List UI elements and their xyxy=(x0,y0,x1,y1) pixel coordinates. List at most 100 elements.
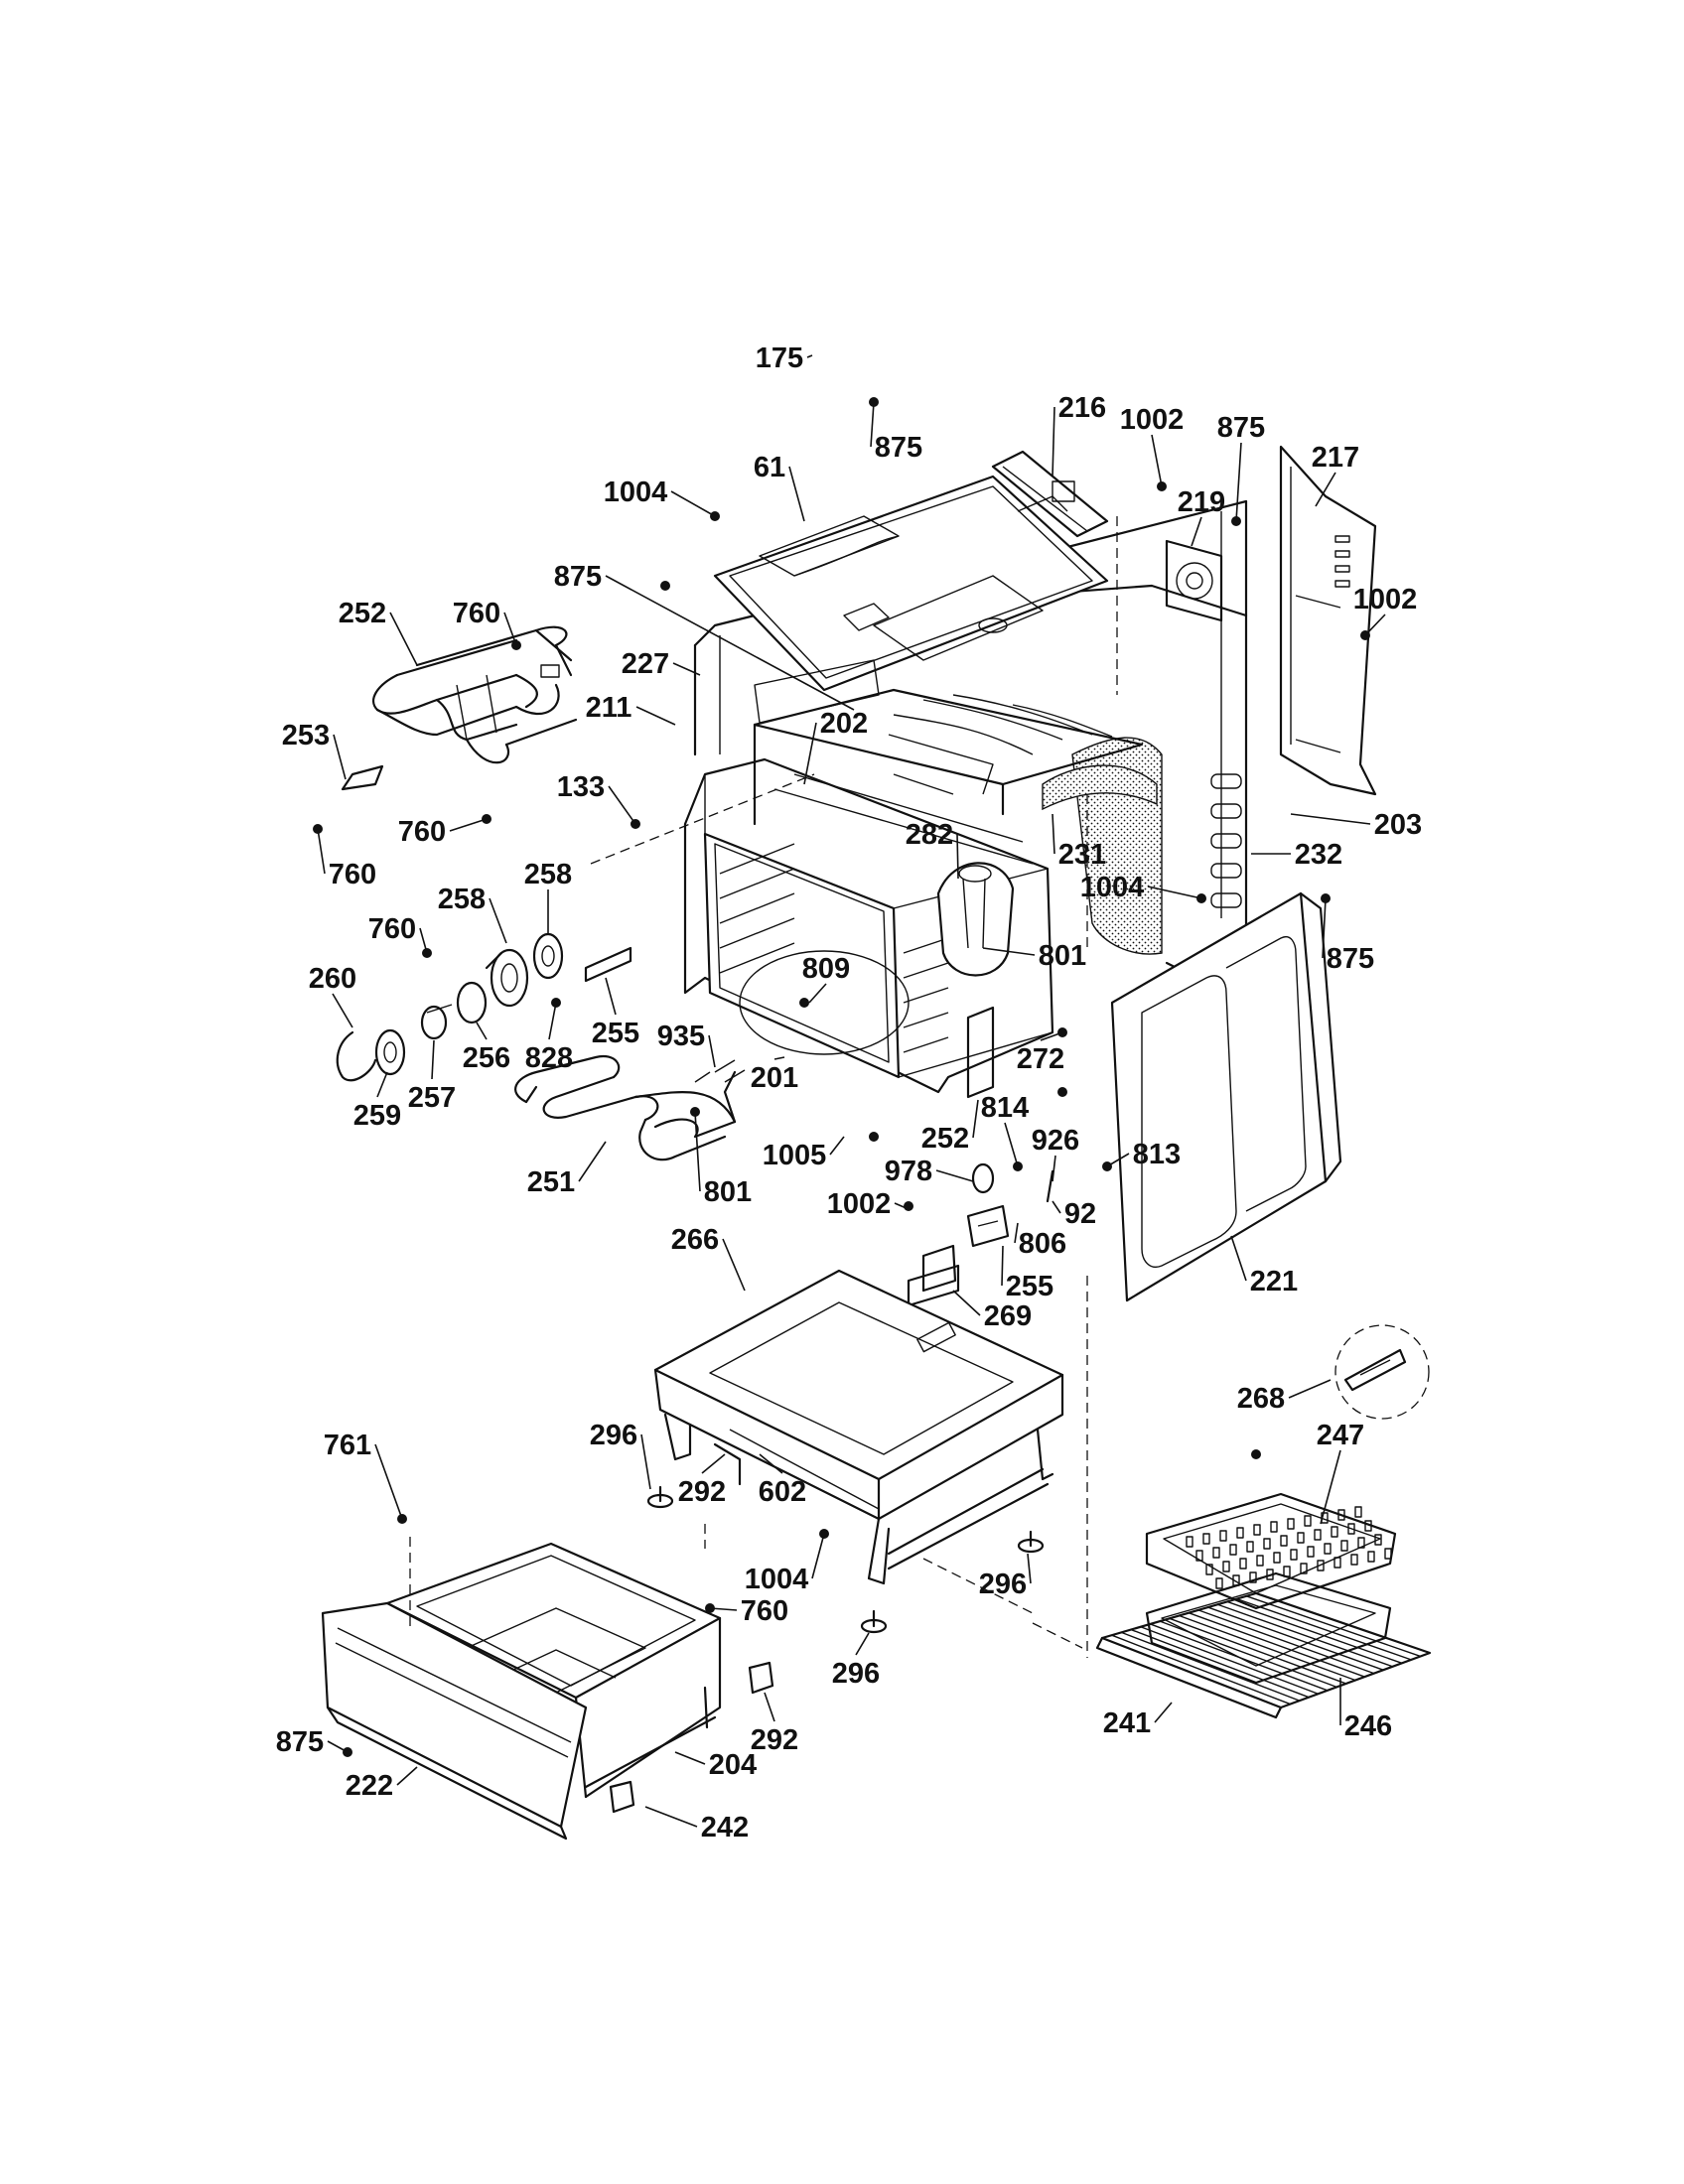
leader-line xyxy=(708,1034,716,1068)
screw xyxy=(799,998,809,1008)
bake-element-251 xyxy=(514,1054,746,1161)
part-callout-222: 222 xyxy=(346,1770,393,1802)
leader-line xyxy=(503,612,517,646)
leader-line xyxy=(808,983,827,1004)
part-callout-253: 253 xyxy=(282,720,330,751)
leader-line xyxy=(952,1290,981,1316)
oven-rack-241 xyxy=(1095,1591,1432,1719)
screw xyxy=(1057,1087,1067,1097)
screw xyxy=(705,1603,715,1613)
leader-line xyxy=(1147,886,1202,899)
rack-bar xyxy=(1169,1617,1346,1685)
leader-line xyxy=(764,1692,775,1722)
leader-line xyxy=(1290,813,1371,825)
part-callout-258: 258 xyxy=(438,884,486,915)
part-callout-1004: 1004 xyxy=(604,477,668,508)
leader-line xyxy=(1027,1553,1032,1584)
bracket-252-lower xyxy=(966,1006,995,1099)
part-callout-241: 241 xyxy=(1103,1707,1151,1739)
rack-bar xyxy=(1217,1603,1393,1668)
top-panel-61 xyxy=(713,475,1109,692)
pan-slot xyxy=(1331,1526,1338,1538)
pan-slot xyxy=(1195,1550,1203,1562)
screw xyxy=(1013,1161,1023,1171)
rack-bar xyxy=(1236,1597,1412,1661)
rack-bar xyxy=(1207,1606,1384,1671)
part-callout-760: 760 xyxy=(329,859,376,890)
pan-slot xyxy=(1249,1571,1257,1583)
pan-slot xyxy=(1239,1558,1247,1570)
pan-slot xyxy=(1357,1537,1365,1549)
bracket-227 xyxy=(754,659,880,724)
pan-slot xyxy=(1350,1554,1358,1566)
leader-line xyxy=(701,1453,726,1474)
pan-slot xyxy=(1300,1563,1308,1574)
part-callout-296: 296 xyxy=(832,1658,880,1690)
leader-line xyxy=(608,785,636,825)
leader-line xyxy=(855,1632,870,1656)
pan-slot xyxy=(1253,1524,1261,1536)
pan-slot xyxy=(1202,1533,1210,1545)
rack-bar xyxy=(1159,1620,1337,1689)
base-frame-266 xyxy=(653,1269,1064,1585)
leader-line xyxy=(1320,1449,1341,1525)
screw xyxy=(1251,1449,1261,1459)
pan-slot xyxy=(1337,1509,1345,1521)
part-callout-296: 296 xyxy=(590,1420,637,1451)
pan-slot xyxy=(1283,1566,1291,1577)
leader-line xyxy=(1154,1702,1173,1723)
broiler-pan-247 xyxy=(1145,1492,1397,1610)
leader-line xyxy=(1151,434,1163,487)
part-callout-875: 875 xyxy=(276,1726,324,1758)
pan-slot xyxy=(1222,1561,1230,1572)
screw xyxy=(690,1107,700,1117)
rack-bar xyxy=(1130,1628,1310,1699)
part-callout-266: 266 xyxy=(671,1224,719,1256)
pan-slot xyxy=(1374,1534,1382,1546)
leader-line xyxy=(935,1169,974,1182)
part-callout-257: 257 xyxy=(408,1082,456,1114)
detail-268 xyxy=(1334,1324,1430,1420)
part-callout-760: 760 xyxy=(398,816,446,848)
insulation-231 xyxy=(1042,737,1163,955)
leader-line xyxy=(1001,1245,1004,1287)
pan-slot xyxy=(1354,1506,1362,1518)
leader-line xyxy=(578,1141,607,1182)
leader-line xyxy=(376,1071,388,1098)
part-callout-1004: 1004 xyxy=(745,1564,809,1595)
leader-line xyxy=(803,722,817,785)
part-callout-292: 292 xyxy=(751,1724,798,1756)
leader-line xyxy=(605,575,855,711)
screw xyxy=(397,1514,407,1524)
part-callout-926: 926 xyxy=(1032,1125,1079,1157)
leader-line xyxy=(1230,1235,1247,1282)
pan-slot xyxy=(1273,1552,1281,1564)
part-callout-806: 806 xyxy=(1019,1228,1066,1260)
leader-line xyxy=(694,1111,701,1192)
leader-line xyxy=(374,1443,403,1520)
part-callout-760: 760 xyxy=(741,1595,788,1627)
rack-bar xyxy=(1121,1631,1301,1702)
part-callout-221: 221 xyxy=(1250,1266,1298,1297)
leader-line xyxy=(1004,1122,1019,1167)
rack-bar xyxy=(1188,1612,1365,1678)
screw xyxy=(511,640,521,650)
leader-line xyxy=(1052,1155,1056,1182)
leader-line xyxy=(1235,442,1242,522)
part-callout-255: 255 xyxy=(592,1018,639,1049)
leader-line xyxy=(1052,406,1055,478)
pan-slot xyxy=(1229,1544,1237,1556)
part-callout-269: 269 xyxy=(984,1300,1032,1332)
part-callout-211: 211 xyxy=(586,692,632,724)
leader-line xyxy=(788,466,805,522)
assembly-dashed-lines xyxy=(409,516,1118,1658)
leader-line xyxy=(1315,472,1336,507)
part-callout-227: 227 xyxy=(622,648,669,680)
screw xyxy=(1360,630,1370,640)
leader-line xyxy=(722,1238,746,1292)
bracket-255-left xyxy=(584,946,632,983)
part-callout-801: 801 xyxy=(704,1176,752,1208)
screw xyxy=(1057,1027,1067,1037)
part-callout-204: 204 xyxy=(709,1749,757,1781)
